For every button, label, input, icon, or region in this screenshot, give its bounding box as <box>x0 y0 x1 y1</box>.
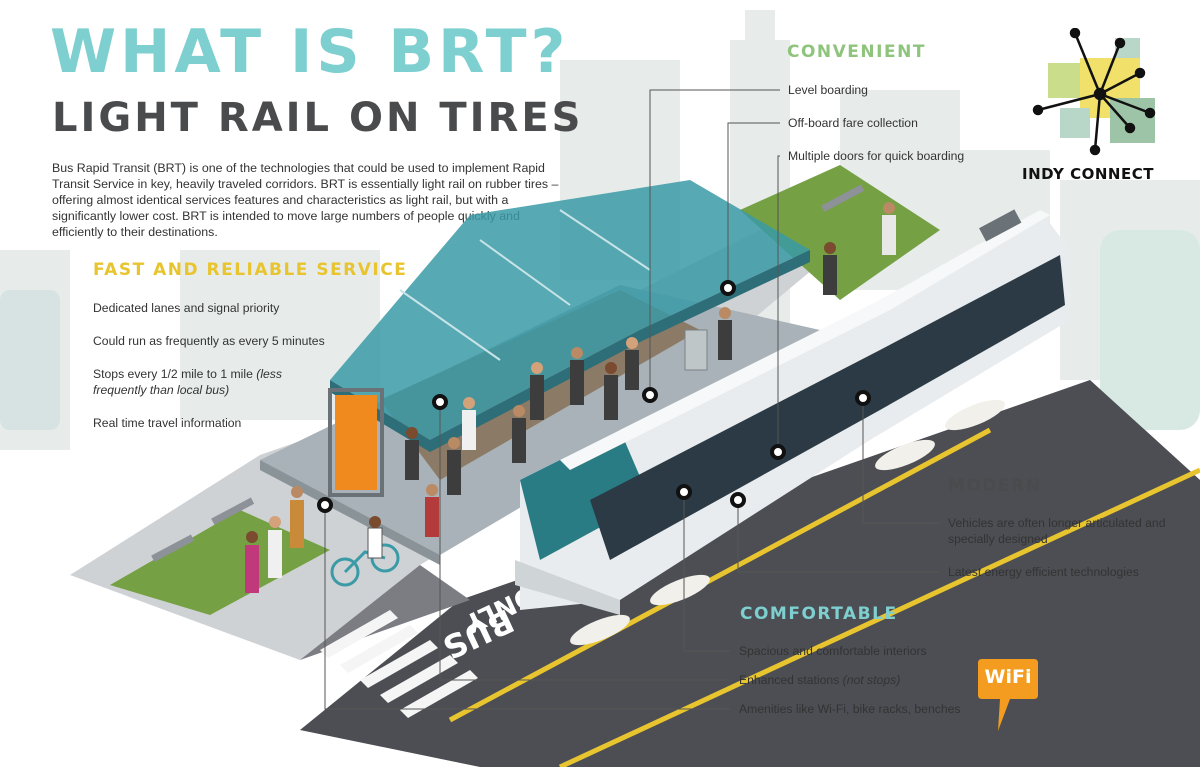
grass-right <box>740 165 940 300</box>
lane-separators <box>570 399 1005 646</box>
passengers <box>245 202 896 593</box>
convenient-item-doors: Multiple doors for quick boarding <box>788 149 965 163</box>
convenient-heading: CONVENIENT <box>787 42 926 62</box>
fast-item-stops: Stops every 1/2 mile to 1 mile (less fre… <box>93 367 282 397</box>
comfortable-heading: COMFORTABLE <box>740 604 898 624</box>
comfortable-item-stations-note: (not stops) <box>842 673 901 687</box>
convenient-item-fare: Off-board fare collection <box>788 116 918 130</box>
comfortable-item-stations: Enhanced stations (not stops) <box>739 673 901 687</box>
fast-item-realtime: Real time travel information <box>93 416 242 430</box>
modern-item-vehicles: Vehicles are often longer articulated an… <box>948 516 1166 546</box>
station-ad-panel <box>335 395 377 490</box>
fast-item-lanes: Dedicated lanes and signal priority <box>93 301 280 315</box>
comfortable-item-amenities: Amenities like Wi-Fi, bike racks, benche… <box>739 702 961 716</box>
fast-reliable-heading: FAST AND RELIABLE SERVICE <box>93 260 408 280</box>
indy-connect-logo-text: INDY CONNECT <box>1022 165 1154 183</box>
crosswalk <box>320 610 478 718</box>
intro-paragraph: Bus Rapid Transit (BRT) is one of the te… <box>52 161 559 239</box>
road <box>300 380 1200 767</box>
fast-item-frequency: Could run as frequently as every 5 minut… <box>93 334 325 348</box>
ticket-machine <box>684 329 708 371</box>
wifi-badge-icon <box>978 659 1038 731</box>
fast-item-stops-note: (less frequently than local bus) <box>93 367 282 397</box>
page-title: WHAT IS BRT? <box>50 17 570 87</box>
station-canopy <box>330 180 810 440</box>
page-subtitle: LIGHT RAIL ON TIRES <box>52 95 584 141</box>
callout-dots <box>317 280 871 513</box>
modern-heading: MODERN <box>948 476 1042 496</box>
indy-connect-logo-icon <box>1032 28 1156 156</box>
articulated-bus <box>515 209 1070 615</box>
comfortable-item-interiors: Spacious and comfortable interiors <box>739 644 927 658</box>
convenient-item-level-boarding: Level boarding <box>788 83 868 97</box>
callout-lines <box>324 89 940 710</box>
wifi-badge-text: WiFi <box>984 666 1032 688</box>
yellow-lane-line <box>448 427 992 723</box>
modern-item-energy: Latest energy efficient technologies <box>948 565 1139 579</box>
benches <box>151 184 865 562</box>
